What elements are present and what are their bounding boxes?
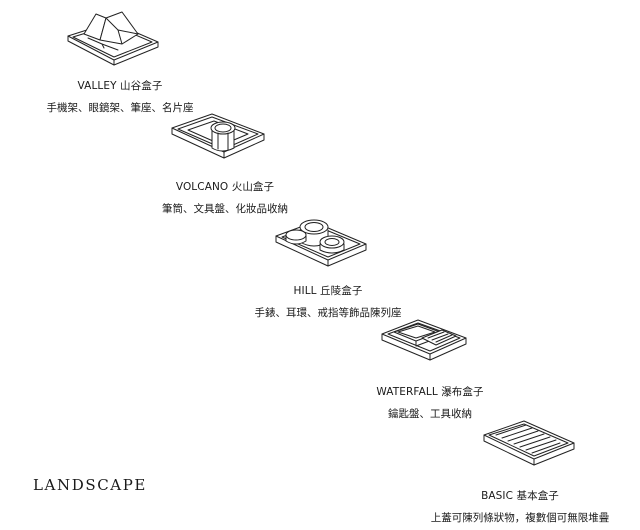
product-title: HILL 丘陵盒子 — [293, 285, 363, 297]
waterfall-box-illustration — [378, 310, 470, 368]
hill-box-illustration — [272, 210, 372, 272]
volcano-box-illustration — [168, 108, 268, 166]
product-caption-basic: BASIC 基本盒子 上蓋可陳列條狀物，複數個可無限堆疊 — [410, 489, 630, 525]
product-title: VALLEY 山谷盒子 — [77, 80, 163, 92]
product-title: BASIC 基本盒子 — [481, 490, 559, 502]
product-caption-waterfall: WATERFALL 瀑布盒子 鑰匙盤、工具收納 — [340, 385, 520, 421]
brand-logo: LANDSCAPE — [33, 476, 147, 494]
product-caption-hill: HILL 丘陵盒子 手錶、耳環、戒指等飾品陳列座 — [228, 284, 428, 320]
product-description: 上蓋可陳列條狀物，複數個可無限堆疊 — [430, 512, 610, 524]
product-description: 手錶、耳環、戒指等飾品陳列座 — [254, 307, 402, 319]
product-description: 筆筒、文具盤、化妝品收納 — [162, 203, 288, 215]
product-description: 鑰匙盤、工具收納 — [388, 408, 472, 420]
product-caption-volcano: VOLCANO 火山盒子 筆筒、文具盤、化妝品收納 — [135, 180, 315, 216]
valley-box-illustration — [62, 8, 162, 68]
product-title: VOLCANO 火山盒子 — [175, 181, 275, 193]
product-title: WATERFALL 瀑布盒子 — [376, 386, 484, 398]
product-caption-valley: VALLEY 山谷盒子 手機架、眼鏡架、筆座、名片座 — [40, 79, 200, 115]
basic-box-illustration — [480, 413, 578, 473]
product-description: 手機架、眼鏡架、筆座、名片座 — [46, 102, 194, 114]
